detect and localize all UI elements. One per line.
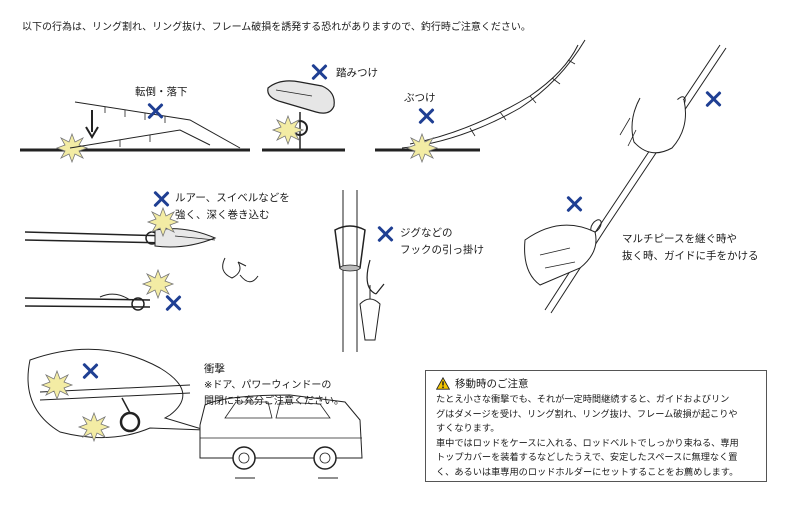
notice-title: 移動時のご注意 <box>455 378 529 390</box>
notice-line: トップカバーを装着するなどしたうえで、安定したスペースに無理なく置 <box>436 452 738 463</box>
label-multi-line-1: マルチピースを継ぐ時や <box>622 233 737 245</box>
header-text: 以下の行為は、リング割れ、リング抜け、フレーム破損を誘発する恐れがありますので、… <box>22 22 531 33</box>
notice-line: グはダメージを受け、リング割れ、リング抜け、フレーム破損が起こりや <box>436 408 738 420</box>
scene-multi-piece-illustration <box>524 44 727 314</box>
label-impact-note-line-1: ※ドア、パワーウィンドーの <box>204 380 332 391</box>
label-lure-line-2: 強く、深く巻き込む <box>175 209 270 221</box>
notice-title-row: 移動時のご注意 <box>436 376 529 391</box>
x-mark-icon <box>82 363 98 379</box>
scene-jig-illustration <box>334 190 385 352</box>
label-hit: ぶつけ <box>404 92 436 104</box>
label-multi-line-2: 抜く時、ガイドに手をかける <box>622 250 759 262</box>
notice-line: たとえ小さな衝撃でも、それが一定時間継続すると、ガイドおよびリン <box>436 394 730 405</box>
scene-step-illustration <box>262 80 345 152</box>
label-jig-line-2: フックの引っ掛け <box>400 244 484 256</box>
scene-impact-illustration <box>27 348 363 479</box>
label-impact-note-line-2: 開閉にも充分ご注意ください。 <box>204 396 344 407</box>
label-fall: 転倒・落下 <box>135 86 188 98</box>
notice-line: く、あるいは車専用のロッドホルダーにセットすることをお薦めします。 <box>436 466 739 478</box>
impact-burst-icon <box>147 207 179 237</box>
impact-burst-icon <box>142 269 174 299</box>
label-jig-line-1: ジグなどの <box>400 227 453 239</box>
scene-hit-illustration <box>375 39 586 163</box>
x-mark-icon <box>147 103 163 119</box>
label-lure-line-1: ルアー、スイベルなどを <box>175 192 290 204</box>
x-mark-icon <box>566 196 582 212</box>
transport-notice-box: 移動時のご注意 たとえ小さな衝撃でも、それが一定時間継続すると、ガイドおよびリン… <box>425 370 767 482</box>
x-mark-icon <box>153 191 169 207</box>
notice-line: すくなります。 <box>436 423 500 434</box>
warning-icon <box>436 377 450 390</box>
impact-burst-icon <box>41 370 73 400</box>
x-mark-icon <box>165 295 181 311</box>
impact-burst-icon <box>406 133 438 163</box>
scene-fall-illustration <box>20 101 250 163</box>
impact-burst-icon <box>78 412 110 442</box>
x-mark-icon <box>311 64 327 80</box>
notice-body: たとえ小さな衝撃でも、それが一定時間継続すると、ガイドおよびリン グはダメージを… <box>436 393 762 480</box>
x-mark-icon <box>705 91 721 107</box>
notice-line: 車中ではロッドをケースに入れる、ロッドベルトでしっかり束ねる、専用 <box>436 437 739 449</box>
x-mark-icon <box>377 226 393 242</box>
impact-burst-icon <box>272 115 304 145</box>
x-mark-icon <box>418 108 434 124</box>
label-impact: 衝撃 <box>204 363 225 375</box>
label-step: 踏みつけ <box>336 67 378 79</box>
scene-lure-illustration <box>24 207 259 311</box>
